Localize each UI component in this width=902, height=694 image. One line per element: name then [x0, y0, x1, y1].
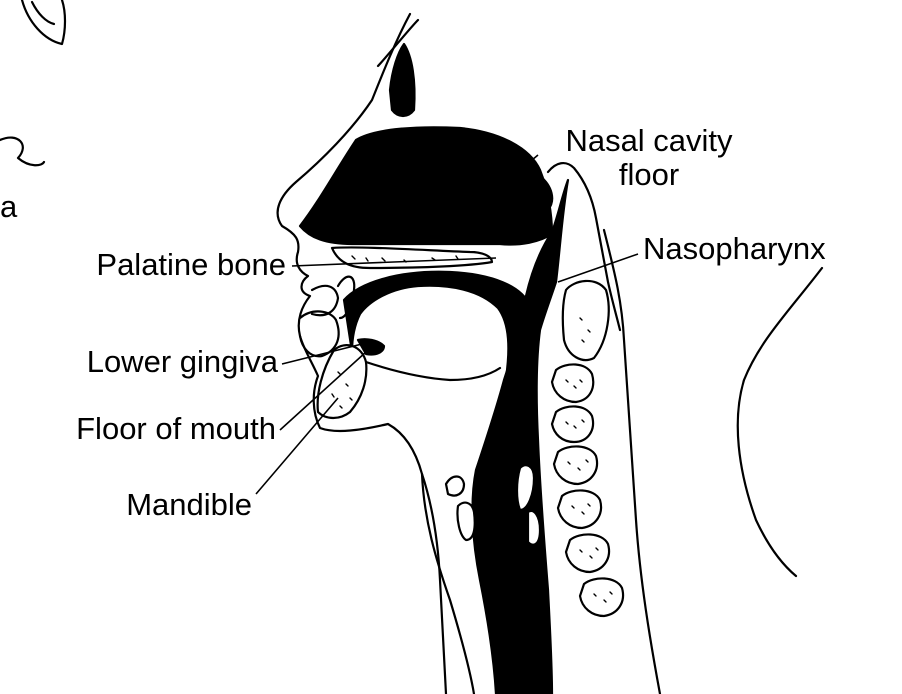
palatine-bone — [332, 247, 492, 268]
cropped-cheek-fragment — [0, 138, 44, 166]
label-nasal-cavity-line2: floor — [536, 158, 762, 192]
vertebra-c3 — [552, 406, 593, 442]
label-fragment-a: a — [0, 190, 17, 224]
label-mandible: Mandible — [0, 488, 252, 522]
frontal-sinus — [390, 44, 415, 116]
leader-nasopharynx — [558, 254, 638, 282]
label-nasal-cavity-line1: Nasal cavity — [536, 124, 762, 158]
label-floor-of-mouth: Floor of mouth — [0, 412, 276, 446]
label-lower-gingiva: Lower gingiva — [0, 345, 278, 379]
posterior-head-contour — [738, 268, 822, 576]
label-nasal-cavity-floor: Nasal cavity floor — [536, 124, 762, 192]
vertebra-c4 — [554, 446, 597, 484]
hyoid-bone — [446, 477, 464, 496]
vertebra-c5 — [558, 490, 601, 528]
oral-cavity-floor — [366, 362, 500, 380]
vertebra-c2 — [552, 364, 593, 402]
lower-lip — [300, 311, 339, 356]
vertebra-c1 — [563, 281, 609, 360]
vertebra-c7 — [580, 578, 623, 616]
esophagus-wall — [528, 511, 540, 545]
thyroid-cartilage — [457, 503, 474, 540]
cervical-spine — [552, 281, 623, 616]
cropped-ear-fragment-inner — [32, 2, 54, 24]
vertebra-c6 — [566, 534, 609, 572]
cropped-ear-fragment — [22, 0, 65, 44]
label-nasopharynx: Nasopharynx — [643, 232, 826, 266]
label-palatine-bone: Palatine bone — [0, 248, 286, 282]
